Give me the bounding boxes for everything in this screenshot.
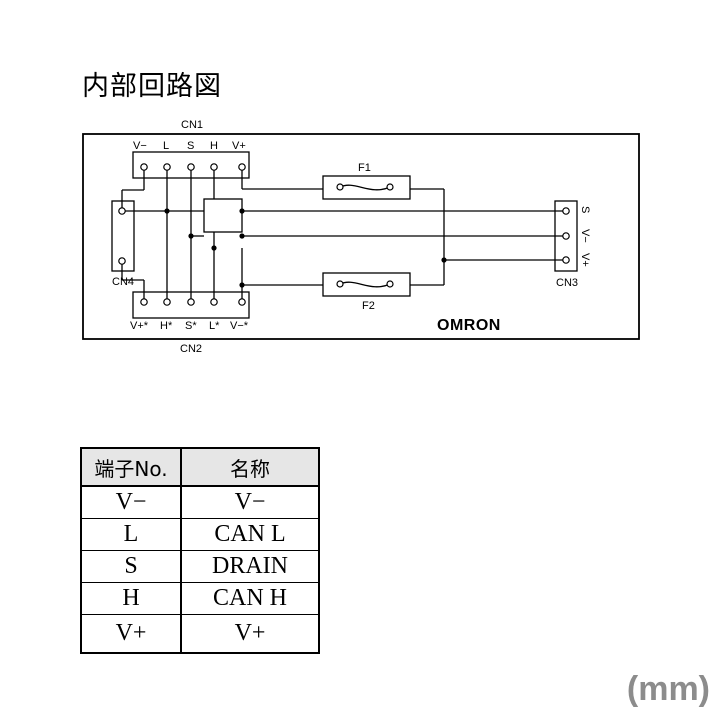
cn1-label: CN1 [181,119,203,131]
table-cell-name: CAN H [180,582,320,615]
table-cell-terminal: V+ [80,614,182,654]
table-cell-terminal: S [80,550,182,583]
unit-label: (mm) [626,670,710,708]
table-row: V− V− [80,485,320,519]
cn3-pin-label: S [579,206,591,213]
cn1-pin-label: V− [133,140,147,152]
cn4-block [111,200,135,272]
fuse-f2-box [322,272,411,297]
table-cell-name: DRAIN [180,550,320,583]
table-cell-name: V+ [180,614,320,654]
table-cell-name: CAN L [180,518,320,551]
table-row: L CAN L [80,518,320,551]
brand-logo: OMRON [437,317,501,334]
table-cell-terminal: V− [80,485,182,519]
cn2-pin-label: V+* [130,320,149,332]
table-header-row: 端子No. 名称 [80,447,320,487]
table-row: V+ V+ [80,614,320,654]
cn2-label: CN2 [180,343,202,355]
cn3-label: CN3 [556,277,578,289]
cn1-pin-label: L [163,140,169,152]
cn2-pin-label: V−* [230,320,249,332]
page-title: 内部回路図 [82,71,222,102]
cn4-label: CN4 [112,276,134,288]
cn2-pin-label: H* [160,320,173,332]
table-cell-name: V− [180,485,320,519]
cn1-pin-label: S [187,140,194,152]
table-cell-terminal: L [80,518,182,551]
cn3-pin-label: V+ [579,253,591,267]
cn3-pin-label: V− [579,229,591,243]
table-row: S DRAIN [80,550,320,583]
junction-box [203,198,243,233]
cn1-pin-label: V+ [232,140,246,152]
table-header-name: 名称 [180,447,320,487]
fuse-f1-label: F1 [358,162,371,174]
fuse-f2-label: F2 [362,300,375,312]
table-cell-terminal: H [80,582,182,615]
terminal-table: 端子No. 名称 V− V− L CAN L S DRAIN H CAN H V… [80,447,320,654]
cn2-pin-label: L* [209,320,220,332]
cn1-pin-label: H [210,140,218,152]
circuit-frame [82,133,640,340]
internal-circuit-diagram: CN1 V− L S H V+ V+* H* S* L* V−* CN2 CN4… [82,119,640,355]
table-row: H CAN H [80,582,320,615]
cn2-pin-label: S* [185,320,197,332]
fuse-f1-box [322,175,411,200]
table-header-terminal: 端子No. [80,447,182,487]
